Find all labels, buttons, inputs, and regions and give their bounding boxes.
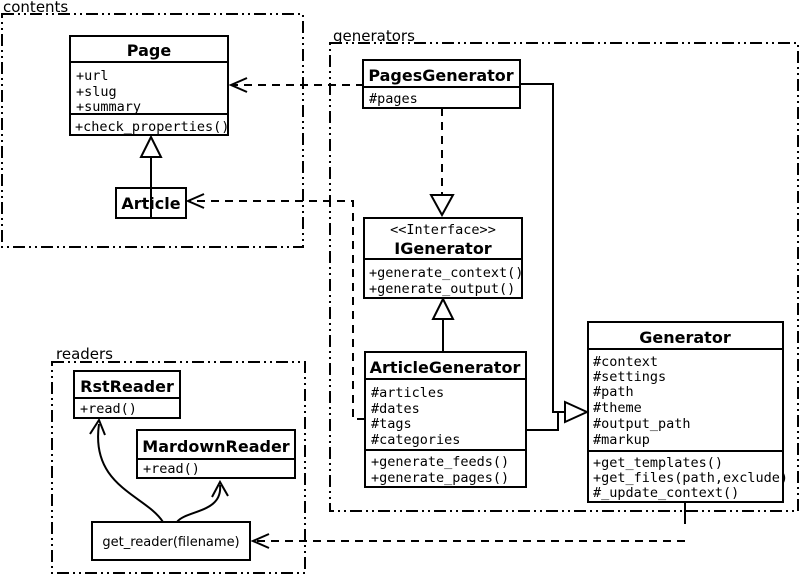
class-rstreader-box [73, 370, 181, 419]
package-contents-border [1, 13, 304, 248]
curved-line [97, 423, 164, 523]
package-contents-label: contents [3, 0, 68, 16]
hollow-triangle-icon [139, 134, 163, 158]
class-generator: Generator #context #settings #path #them… [587, 321, 788, 503]
class-page-title: Page [127, 41, 172, 60]
pagesgenerator-attr-pages: #pages [369, 91, 418, 107]
generator-attr-theme: #theme [593, 400, 642, 416]
package-readers: readers RstReader +read() MardownReader … [51, 345, 306, 574]
class-articlegenerator-box [364, 351, 527, 488]
class-page-box [69, 35, 229, 136]
open-arrowhead-icon [89, 417, 106, 436]
page-method-check-properties: +check_properties() [75, 119, 229, 135]
rstreader-method-read: +read() [80, 401, 137, 417]
igenerator-method-generate-context: +generate_context() [369, 265, 523, 281]
articlegenerator-attr-articles: #articles [371, 385, 444, 401]
dependency-line [190, 200, 365, 420]
hollow-triangle-icon [564, 400, 590, 424]
articlegenerator-method-generate-feeds: +generate_feeds() [371, 454, 509, 470]
class-articlegenerator-title: ArticleGenerator [370, 358, 521, 377]
class-generator-title: Generator [639, 328, 731, 347]
class-igenerator-title: IGenerator [394, 239, 492, 258]
articlegenerator-attr-dates: #dates [371, 401, 420, 417]
dependency-pagesgenerator-to-page [228, 77, 364, 93]
page-attr-url: +url [76, 68, 109, 84]
articlegenerator-attr-categories: #categories [371, 432, 460, 448]
class-rstreader-title: RstReader [80, 377, 174, 396]
package-readers-border [51, 361, 306, 574]
open-arrowhead-icon [228, 77, 248, 93]
package-readers-label: readers [56, 345, 113, 363]
package-generators-label: generators [333, 27, 415, 45]
function-get-reader-label: get_reader(filename) [102, 535, 239, 550]
class-pagesgenerator: PagesGenerator #pages [362, 59, 521, 109]
inheritance-generators-to-generator [520, 83, 590, 431]
igenerator-method-generate-output: +generate_output() [369, 281, 515, 297]
curved-line [176, 484, 222, 523]
dependency-articlegenerator-to-article [185, 193, 365, 420]
inheritance-articlegenerator-to-igenerator [431, 296, 455, 352]
page-attr-summary: +summary [76, 99, 141, 115]
articlegenerator-attr-tags: #tags [371, 416, 412, 432]
class-igenerator: <<Interface>> IGenerator +generate_conte… [363, 217, 523, 299]
class-mardownreader: MardownReader +read() [136, 429, 296, 479]
class-generator-box [587, 321, 784, 503]
mardownreader-method-read: +read() [143, 461, 200, 477]
class-pagesgenerator-title: PagesGenerator [368, 66, 513, 85]
class-mardownreader-box [136, 429, 296, 479]
open-arrowhead-icon [250, 533, 270, 549]
generator-attr-path: #path [593, 384, 634, 400]
package-generators: generators PagesGenerator #pages <<Inter… [329, 27, 799, 512]
hollow-triangle-icon [429, 194, 455, 218]
generator-attr-output-path: #output_path [593, 416, 691, 432]
page-attr-slug: +slug [76, 84, 117, 100]
generator-attr-context: #context [593, 354, 658, 370]
generator-method-get-files: +get_files(path,exclude) [593, 470, 788, 486]
dependency-generator-to-get-reader [250, 502, 686, 549]
arrow-get-reader-to-rstreader [89, 417, 164, 523]
realization-pagesgenerator-to-igenerator [429, 108, 455, 218]
inheritance-article-to-page [139, 134, 163, 217]
class-mardownreader-title: MardownReader [142, 437, 290, 456]
class-rstreader: RstReader +read() [73, 370, 181, 419]
function-get-reader-box [91, 521, 251, 561]
articlegenerator-method-generate-pages: +generate_pages() [371, 470, 509, 486]
package-generators-border [329, 42, 799, 512]
class-articlegenerator: ArticleGenerator #articles #dates #tags … [364, 351, 527, 488]
class-pagesgenerator-box [362, 59, 521, 109]
generator-attr-markup: #markup [593, 432, 650, 448]
hollow-triangle-icon [431, 296, 455, 320]
igenerator-stereotype: <<Interface>> [390, 222, 496, 238]
open-arrowhead-icon [185, 193, 205, 209]
class-page: Page +url +slug +summary +check_properti… [69, 35, 229, 136]
open-arrowhead-icon [211, 479, 229, 498]
generator-method-update-context: #_update_context() [593, 485, 739, 501]
function-get-reader: get_reader(filename) [91, 521, 251, 561]
arrow-get-reader-to-mardownreader [176, 479, 229, 523]
generator-attr-settings: #settings [593, 369, 666, 385]
generator-method-get-templates: +get_templates() [593, 455, 723, 471]
package-contents: contents Page +url +slug +summary +check… [1, 0, 304, 248]
inheritance-line-articlegenerator [526, 412, 559, 431]
